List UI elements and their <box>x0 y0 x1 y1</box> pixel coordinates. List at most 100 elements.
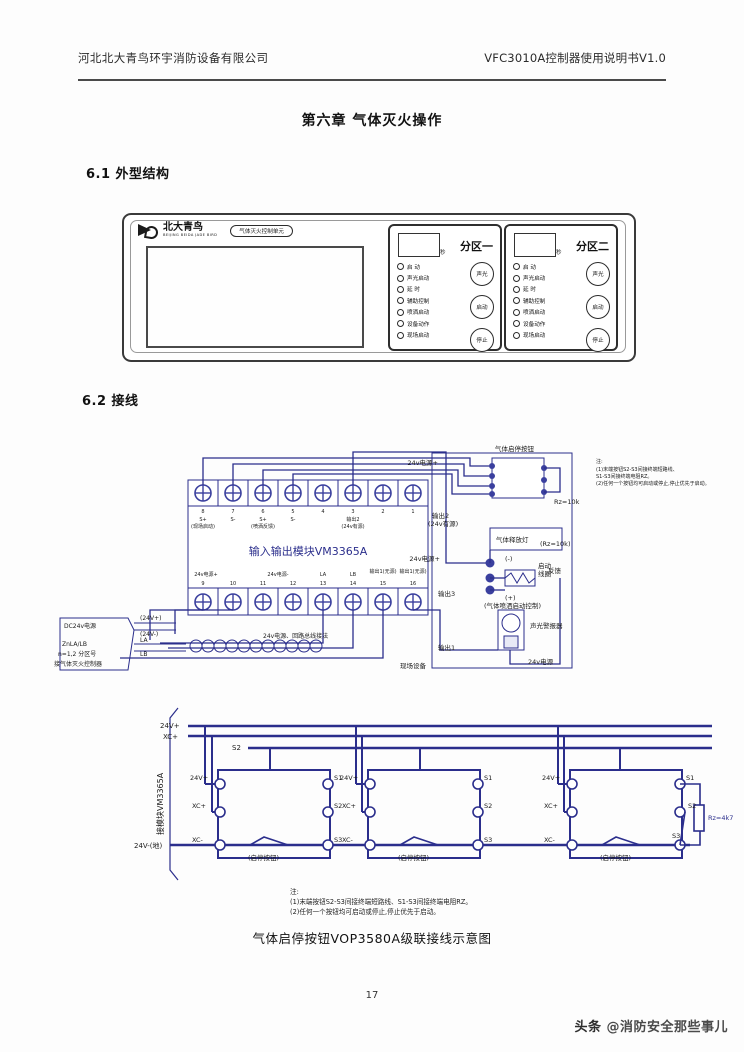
svg-text:(24v有源): (24v有源) <box>428 519 458 528</box>
led-label: 声光启动 <box>407 276 430 283</box>
zone-1-led-list: 启 动 声光启动 延 时 辅助控制 喷洒启动 设备动作 现场启动 <box>397 261 429 341</box>
led-indicator-icon <box>513 285 520 293</box>
zone-1-countdown-display <box>398 233 440 257</box>
svg-text:线圈: 线圈 <box>538 569 551 578</box>
unit-type-label: 气体灭火控制单元 <box>230 224 294 237</box>
svg-text:ZnLA/LB: ZnLA/LB <box>62 641 87 648</box>
led-label: 喷洒启动 <box>523 310 546 317</box>
led-row: 设备动作 <box>397 318 429 329</box>
svg-text:24V+: 24V+ <box>542 774 560 782</box>
svg-text:13: 13 <box>320 581 326 587</box>
header-manual-title: VFC3010A控制器使用说明书V1.0 <box>484 51 666 65</box>
svg-text:11: 11 <box>260 581 266 587</box>
svg-text:(启停按钮): (启停按钮) <box>600 853 631 862</box>
led-indicator-icon <box>513 274 520 282</box>
header-company: 河北北大青鸟环宇消防设备有限公司 <box>78 51 269 65</box>
page-number: 17 <box>365 990 379 1001</box>
watermark-handle: @消防安全那些事儿 <box>606 1020 728 1035</box>
svg-text:2: 2 <box>381 509 384 515</box>
svg-text:(现场启动): (现场启动) <box>191 523 215 530</box>
svg-text:S2: S2 <box>232 744 241 752</box>
svg-text:LB: LB <box>140 651 147 658</box>
wiring-diagram-cascade: 接模块VM3365A 24V+ XC+ S2 24V-(地) <box>0 700 744 950</box>
svg-text:启动: 启动 <box>538 561 552 570</box>
svg-text:(24V-): (24V-) <box>140 631 158 638</box>
svg-text:9: 9 <box>201 581 204 587</box>
zone-2-stop-button[interactable]: 停止 <box>586 328 610 352</box>
zone-1-stop-button[interactable]: 停止 <box>470 328 494 352</box>
svg-text:S2: S2 <box>688 802 696 810</box>
zone-1-sound-light-button[interactable]: 声光 <box>470 262 494 286</box>
svg-text:10: 10 <box>230 581 236 587</box>
svg-text:Rz=4k7: Rz=4k7 <box>708 814 733 822</box>
display-screen <box>146 246 364 348</box>
zone-1-unit-label: 秒 <box>440 250 446 256</box>
svg-text:S1: S1 <box>484 774 492 782</box>
led-label: 延 时 <box>407 287 420 294</box>
svg-text:1: 1 <box>411 509 414 515</box>
svg-text:接气体灭火控制器: 接气体灭火控制器 <box>54 660 102 668</box>
svg-text:输出1: 输出1 <box>438 643 455 652</box>
svg-text:(2)任何一个按钮均可启动或停止,停止优先于启动。: (2)任何一个按钮均可启动或停止,停止优先于启动。 <box>596 480 710 487</box>
led-row: 现场启动 <box>513 329 545 340</box>
zone-2-unit-label: 秒 <box>556 250 562 256</box>
diagram-caption: 气体启停按钮VOP3580A级联接线示意图 <box>252 931 492 946</box>
svg-text:(启停按钮): (启停按钮) <box>398 853 429 862</box>
svg-text:24V+: 24V+ <box>190 774 208 782</box>
zone-2-start-button[interactable]: 启动 <box>586 295 610 319</box>
logo-text-cn: 北大青鸟 <box>163 222 203 234</box>
svg-text:S3: S3 <box>484 836 492 844</box>
svg-text:24v电源: 24v电源 <box>528 657 554 666</box>
svg-text:12: 12 <box>290 581 296 587</box>
led-indicator-icon <box>397 297 404 305</box>
zone-2-sound-light-button[interactable]: 声光 <box>586 262 610 286</box>
svg-text:(24v有源): (24v有源) <box>341 523 364 530</box>
led-indicator-icon <box>397 263 404 271</box>
zone-2-countdown-display <box>514 233 556 257</box>
svg-text:XC-: XC- <box>544 836 556 844</box>
svg-text:5: 5 <box>291 509 294 515</box>
svg-text:4: 4 <box>321 509 324 515</box>
zone-panel-2: 秒 分区二 启 动 声光启动 延 时 辅助控制 喷洒启动 设备动作 现场启动 声… <box>504 224 618 352</box>
diagram-notes: 注: (1)末端按钮S2-S3间接终端短路线、S1-S3间接终端电阻RZ。 (2… <box>290 888 590 918</box>
zone-panel-1: 秒 分区一 启 动 声光启动 延 时 辅助控制 喷洒启动 设备动作 现场启动 声… <box>388 224 502 352</box>
svg-text:24V-(地): 24V-(地) <box>134 841 163 850</box>
svg-text:S1: S1 <box>334 774 342 782</box>
svg-text:输入输出模块VM3365A: 输入输出模块VM3365A <box>249 544 368 558</box>
svg-text:LA: LA <box>320 572 327 578</box>
svg-text:XC+: XC+ <box>163 733 178 741</box>
led-indicator-icon <box>397 308 404 316</box>
svg-text:输出1(无源): 输出1(无源) <box>369 568 396 575</box>
zone-1-start-button[interactable]: 启动 <box>470 295 494 319</box>
bird-logo-icon <box>138 223 158 238</box>
svg-text:(1)末端按钮S2-S3间接终端短路线、: (1)末端按钮S2-S3间接终端短路线、 <box>596 466 678 473</box>
notes-line-3: (2)任何一个按钮均可启动或停止,停止优先于启动。 <box>290 907 440 916</box>
zone-2-buttons: 声光 启动 停止 <box>586 262 610 361</box>
svg-text:7: 7 <box>231 509 234 515</box>
svg-text:(+): (+) <box>505 594 516 602</box>
svg-text:24v电源+: 24v电源+ <box>409 554 440 563</box>
svg-text:气体释放灯: 气体释放灯 <box>496 535 529 544</box>
svg-text:输出1(无源): 输出1(无源) <box>399 568 426 575</box>
svg-text:输出2: 输出2 <box>432 511 449 520</box>
led-label: 辅助控制 <box>407 298 430 305</box>
svg-text:15: 15 <box>380 581 386 587</box>
svg-text:注:: 注: <box>596 458 603 465</box>
led-indicator-icon <box>513 263 520 271</box>
section-heading-6-1: 6.1 外型结构 <box>86 167 170 182</box>
led-indicator-icon <box>513 331 520 339</box>
svg-text:14: 14 <box>350 581 356 587</box>
led-label: 延 时 <box>523 287 536 294</box>
svg-text:现场设备: 现场设备 <box>400 661 427 670</box>
led-row: 延 时 <box>397 284 429 295</box>
brand-logo: 北大青鸟 BEIJING BEIDA JADE BIRD 气体灭火控制单元 <box>138 222 294 238</box>
led-row: 现场启动 <box>397 329 429 340</box>
logo-text-en: BEIJING BEIDA JADE BIRD <box>163 233 218 238</box>
led-indicator-icon <box>513 320 520 328</box>
svg-text:XC+: XC+ <box>342 802 356 810</box>
svg-text:S2: S2 <box>334 802 342 810</box>
svg-text:S3: S3 <box>334 836 342 844</box>
svg-text:24V+: 24V+ <box>160 722 180 730</box>
svg-text:8: 8 <box>201 509 204 515</box>
